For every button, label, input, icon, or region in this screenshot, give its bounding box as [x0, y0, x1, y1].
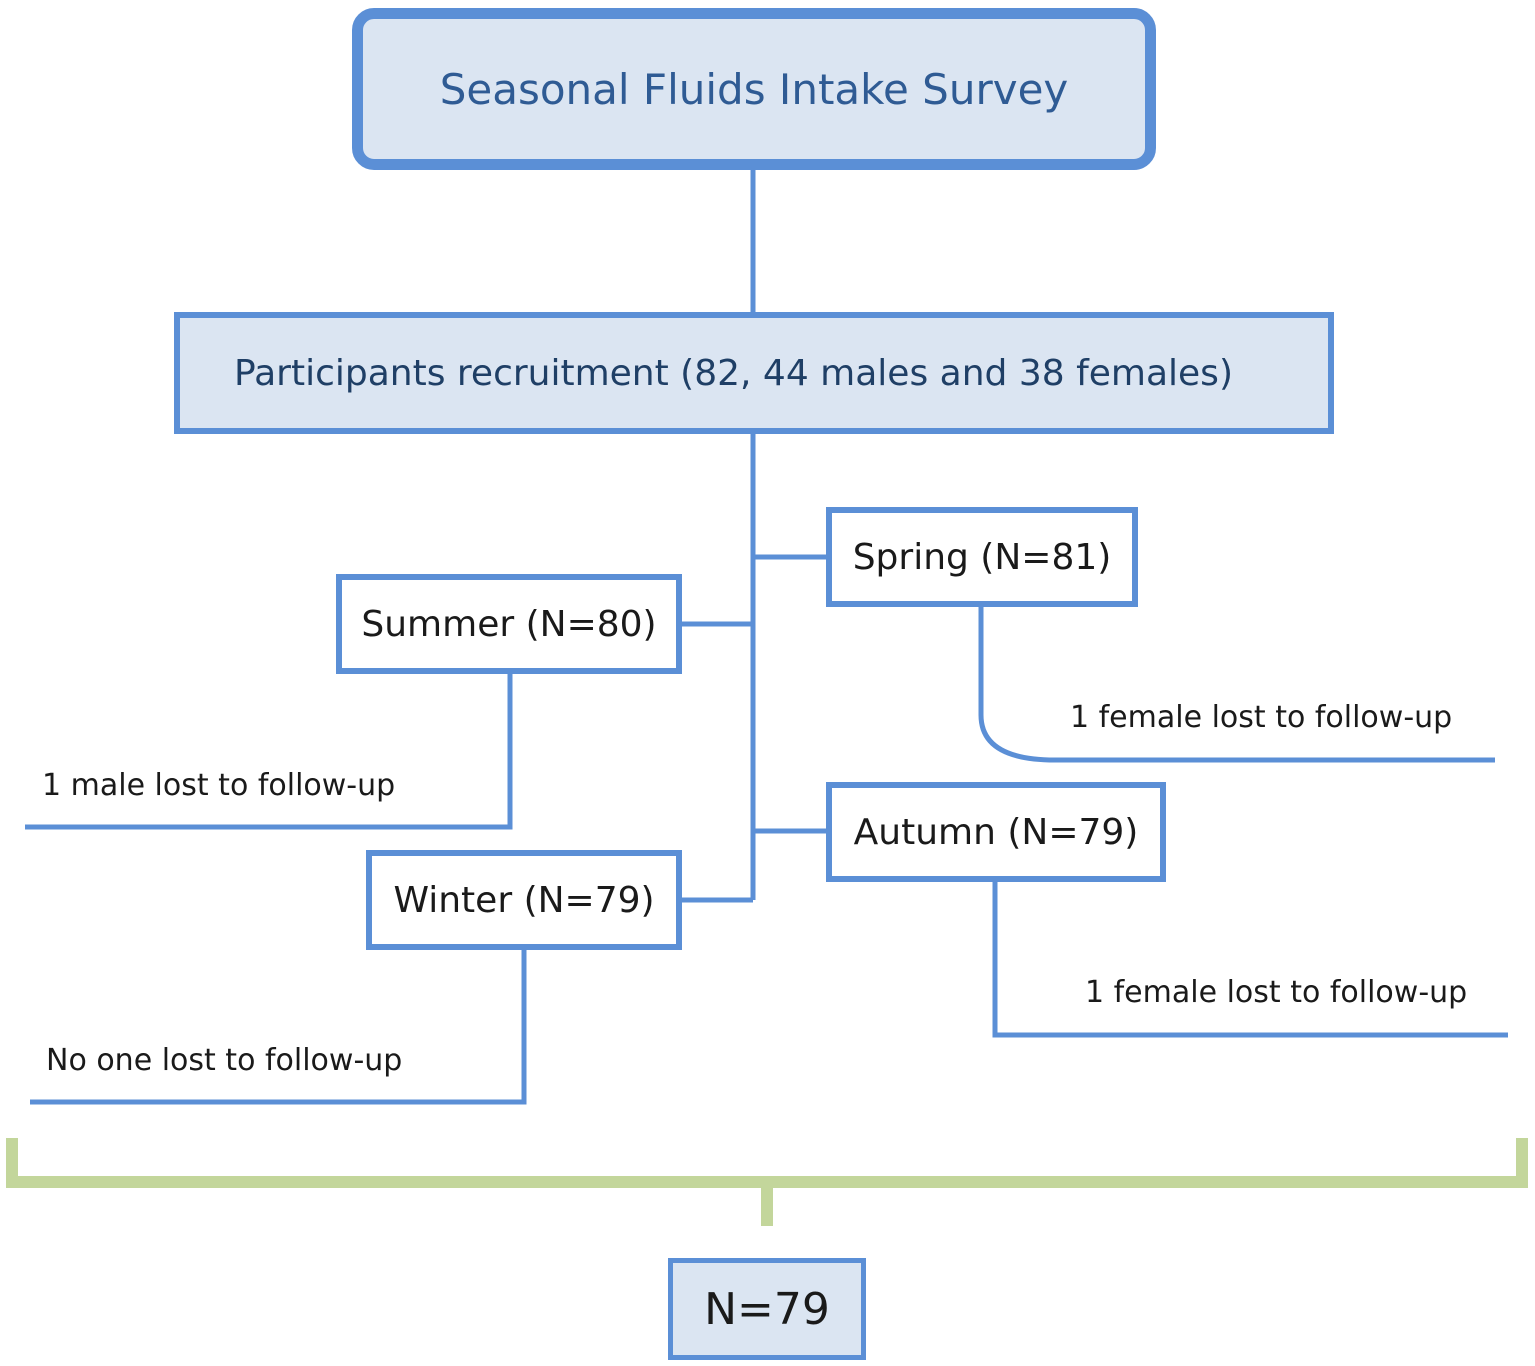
autumn-loss-note: 1 female lost to follow-up — [1085, 975, 1468, 1010]
final-count-box: N=79 — [668, 1258, 866, 1360]
winter-label: Winter (N=79) — [393, 879, 655, 921]
winter-loss-note: No one lost to follow-up — [46, 1043, 403, 1078]
loss-line-summer — [25, 674, 513, 830]
summer-box: Summer (N=80) — [336, 574, 682, 674]
loss-line-autumn — [992, 882, 1508, 1038]
summer-label: Summer (N=80) — [361, 603, 657, 645]
spring-loss-note: 1 female lost to follow-up — [1070, 700, 1453, 735]
winter-box: Winter (N=79) — [366, 850, 682, 950]
summer-loss-note: 1 male lost to follow-up — [42, 768, 396, 803]
autumn-label: Autumn (N=79) — [853, 811, 1139, 853]
spring-label: Spring (N=81) — [852, 536, 1112, 578]
survey-title-box: Seasonal Fluids Intake Survey — [352, 8, 1156, 170]
recruitment-label: Participants recruitment (82, 44 males a… — [234, 352, 1233, 394]
final-count: N=79 — [704, 1283, 830, 1335]
survey-title: Seasonal Fluids Intake Survey — [439, 64, 1069, 114]
recruitment-box: Participants recruitment (82, 44 males a… — [174, 312, 1334, 434]
spring-box: Spring (N=81) — [826, 507, 1138, 607]
loss-line-spring — [978, 607, 1495, 763]
merge-bracket — [6, 1138, 1528, 1188]
autumn-box: Autumn (N=79) — [826, 782, 1166, 882]
loss-line-winter — [30, 950, 527, 1105]
